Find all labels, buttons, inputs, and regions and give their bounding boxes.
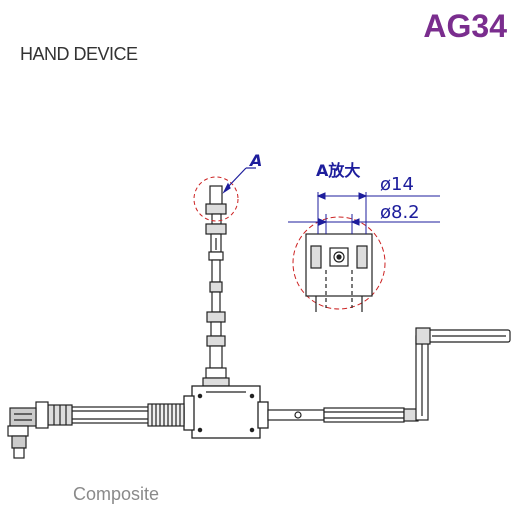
dimension-outer: ø14	[380, 174, 414, 195]
right-shaft	[267, 407, 419, 423]
product-code: AG34	[423, 8, 507, 44]
detail-callout-circle	[193, 176, 239, 222]
detail-label: A放大	[316, 161, 360, 180]
gearbox	[183, 385, 269, 439]
dimension-inner: ø8.2	[380, 202, 420, 223]
callout-label: A	[248, 151, 262, 170]
page-title: HAND DEVICE	[20, 44, 138, 64]
vertical-shaft	[202, 185, 230, 387]
footer-caption: Composite	[73, 484, 160, 504]
crank-handle	[415, 327, 511, 421]
detail-view-a	[288, 192, 440, 312]
left-shaft	[35, 401, 185, 429]
callout-leader	[222, 167, 256, 194]
left-end-joint	[7, 407, 37, 459]
detail-circle	[292, 216, 386, 310]
